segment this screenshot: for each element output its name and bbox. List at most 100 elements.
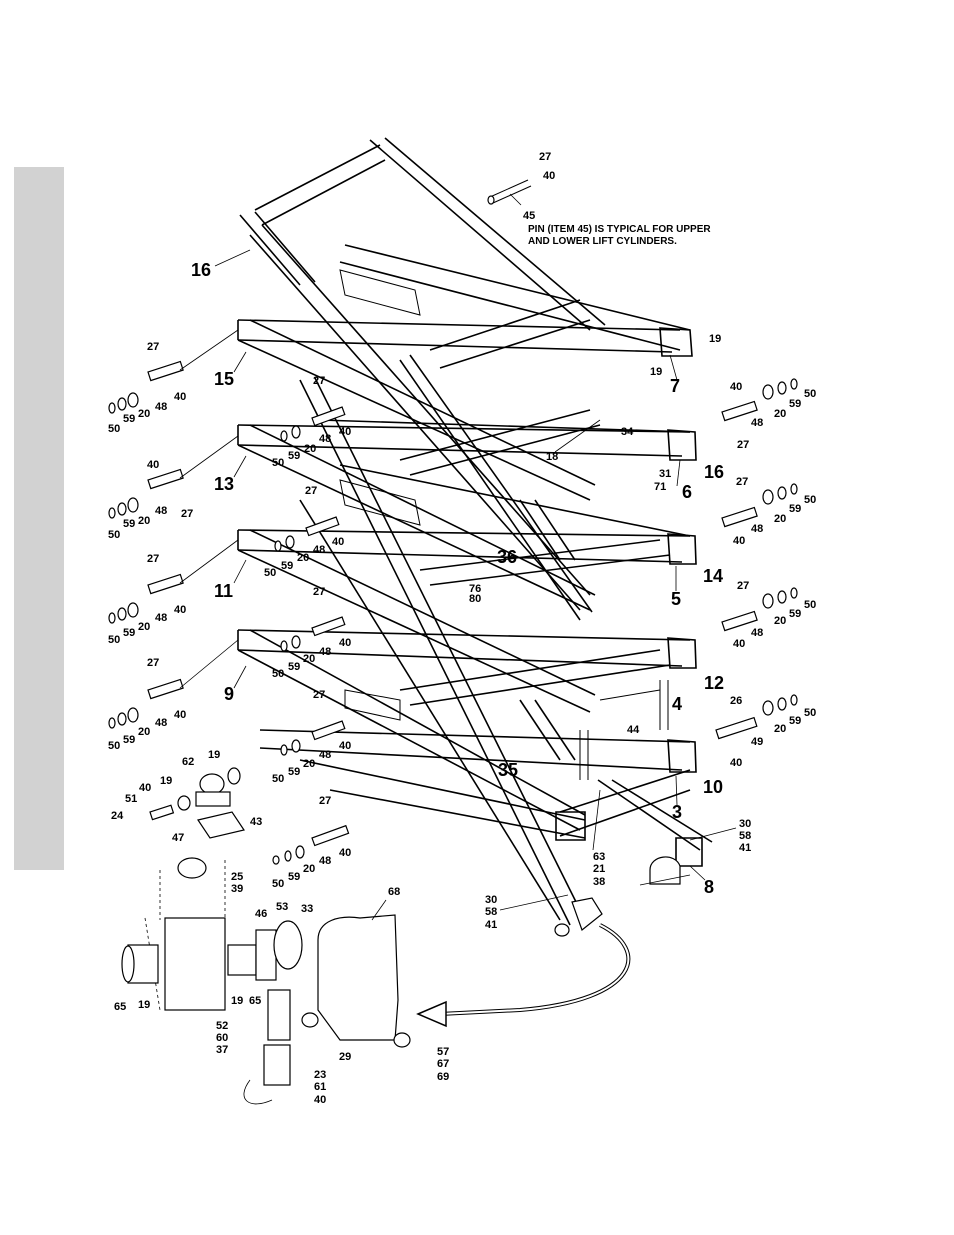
part-callout-20: 20 — [297, 552, 309, 564]
part-callout-50: 50 — [108, 423, 120, 435]
part-callout-25: 25 — [231, 871, 243, 883]
upper-pin-45 — [487, 179, 532, 205]
part-callout-10: 10 — [703, 777, 723, 797]
part-callout-27: 27 — [181, 508, 193, 520]
part-callout-69: 69 — [437, 1071, 449, 1083]
part-callout-50: 50 — [108, 634, 120, 646]
wheel-bracket-8 — [639, 856, 691, 886]
pin-stack-row-10 — [715, 694, 798, 740]
part-callout-53: 53 — [276, 901, 288, 913]
part-callout-61: 61 — [314, 1081, 326, 1093]
part-callout-40: 40 — [339, 637, 351, 649]
part-callout-41: 41 — [739, 842, 751, 854]
part-callout-27: 27 — [539, 151, 551, 163]
part-callout-40: 40 — [174, 604, 186, 616]
part-callout-58: 58 — [739, 830, 751, 842]
part-callout-65: 65 — [249, 995, 261, 1007]
part-callout-38: 38 — [593, 876, 605, 888]
part-callout-50: 50 — [804, 599, 816, 611]
part-callout-26: 26 — [730, 695, 742, 707]
part-callout-27: 27 — [319, 795, 331, 807]
part-callout-34: 34 — [621, 426, 634, 438]
part-callout-63: 63 — [593, 851, 605, 863]
part-callout-23: 23 — [314, 1069, 326, 1081]
part-callout-27: 27 — [313, 375, 325, 387]
part-callout-40: 40 — [314, 1094, 326, 1106]
part-callout-20: 20 — [138, 726, 150, 738]
part-callout-19: 19 — [231, 995, 243, 1007]
part-callout-20: 20 — [303, 758, 315, 770]
part-callout-21: 21 — [593, 863, 605, 875]
part-callout-50: 50 — [272, 668, 284, 680]
part-callout-40: 40 — [730, 381, 742, 393]
leader-lines — [214, 193, 737, 921]
part-callout-48: 48 — [155, 401, 167, 413]
part-callout-40: 40 — [332, 536, 344, 548]
part-callout-18: 18 — [546, 451, 558, 463]
part-callout-48: 48 — [751, 523, 763, 535]
part-callout-40: 40 — [339, 740, 351, 752]
part-callout-37: 37 — [216, 1044, 228, 1056]
part-callout-3: 3 — [672, 802, 682, 822]
part-callout-30: 30 — [485, 894, 497, 906]
part-callout-20: 20 — [774, 723, 786, 735]
part-callout-60: 60 — [216, 1032, 228, 1044]
frame-rungs — [399, 299, 671, 706]
part-callout-19: 19 — [138, 999, 150, 1011]
frame-level-13 — [237, 419, 697, 461]
part-callout-50: 50 — [804, 707, 816, 719]
part-callout-40: 40 — [543, 170, 555, 182]
part-callout-44: 44 — [627, 724, 640, 736]
part-callout-59: 59 — [288, 450, 300, 462]
right-pin-stacks — [715, 378, 798, 740]
part-callout-16: 16 — [191, 260, 211, 280]
part-callout-11: 11 — [214, 581, 233, 601]
part-callout-48: 48 — [751, 417, 763, 429]
part-callout-20: 20 — [138, 515, 150, 527]
part-callout-46: 46 — [255, 908, 267, 920]
part-callout-50: 50 — [272, 457, 284, 469]
part-callout-29: 29 — [339, 1051, 351, 1063]
part-callout-27: 27 — [736, 476, 748, 488]
part-callout-12: 12 — [704, 673, 724, 693]
part-callout-48: 48 — [155, 717, 167, 729]
part-callout-27: 27 — [147, 657, 159, 669]
part-callout-36: 36 — [497, 547, 517, 567]
part-callout-20: 20 — [304, 443, 316, 455]
part-callout-62: 62 — [182, 756, 194, 768]
part-callout-59: 59 — [288, 766, 300, 778]
part-callout-19: 19 — [208, 749, 220, 761]
part-callout-40: 40 — [174, 709, 186, 721]
part-callout-48: 48 — [319, 433, 331, 445]
part-callout-20: 20 — [138, 621, 150, 633]
part-callout-9: 9 — [224, 684, 234, 704]
part-callout-7: 7 — [670, 376, 680, 396]
part-callout-59: 59 — [789, 608, 801, 620]
part-callout-40: 40 — [730, 757, 742, 769]
part-callout-27: 27 — [147, 553, 159, 565]
part-callout-59: 59 — [288, 871, 300, 883]
part-callout-5: 5 — [671, 589, 681, 609]
part-callout-14: 14 — [703, 566, 723, 586]
part-callout-4: 4 — [672, 694, 682, 714]
part-callout-45: 45 — [523, 210, 535, 222]
note-line-1: PIN (ITEM 45) IS TYPICAL FOR UPPER — [528, 224, 711, 235]
note-line-2: AND LOWER LIFT CYLINDERS. — [528, 236, 677, 247]
motor-gearbox-assembly — [121, 857, 411, 1105]
pin-stack-row-16 — [721, 378, 798, 422]
frame-level-15 — [237, 244, 693, 357]
part-callout-20: 20 — [774, 408, 786, 420]
part-callout-27: 27 — [313, 689, 325, 701]
part-callout-40: 40 — [139, 782, 151, 794]
part-callout-59: 59 — [789, 715, 801, 727]
part-callout-48: 48 — [751, 627, 763, 639]
part-callout-20: 20 — [138, 408, 150, 420]
pin-stack-row-11 — [108, 539, 239, 624]
frame-level-11 — [237, 464, 697, 565]
part-callout-15: 15 — [214, 369, 234, 389]
part-callout-48: 48 — [319, 749, 331, 761]
part-callout-49: 49 — [751, 736, 763, 748]
part-callout-51: 51 — [125, 793, 137, 805]
left-pin-stacks — [108, 329, 350, 865]
